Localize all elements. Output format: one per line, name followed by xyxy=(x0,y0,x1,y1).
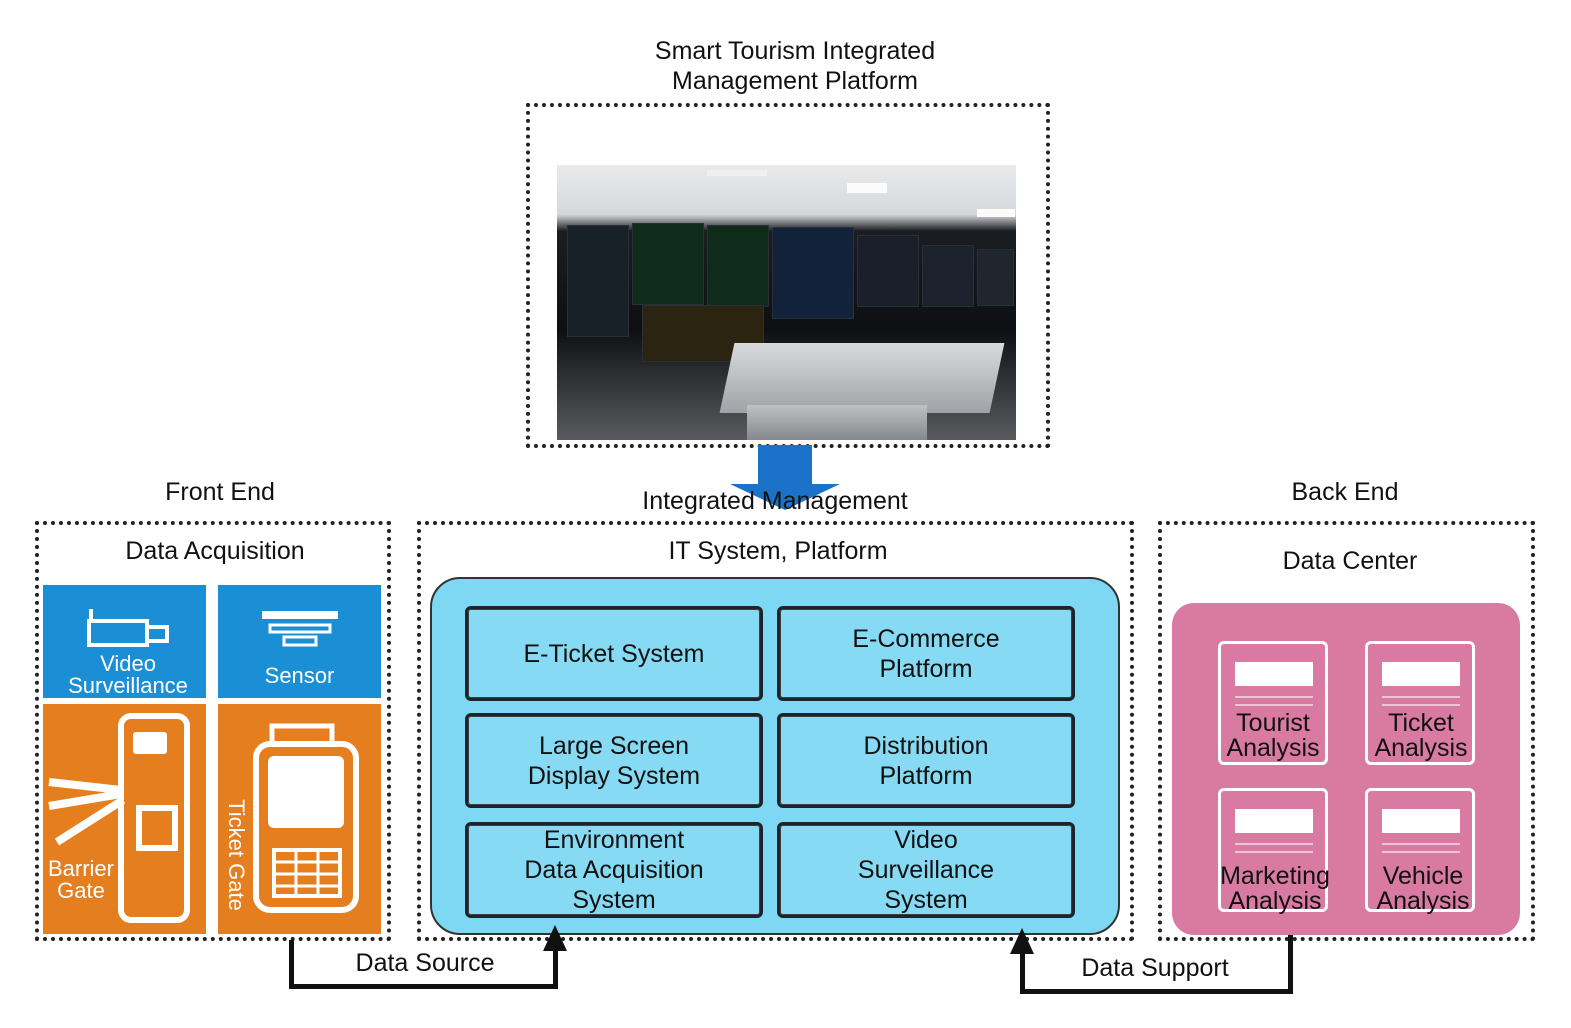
data-source-arrow-icon xyxy=(543,925,567,951)
environment-data-box: Environment Data Acquisition System xyxy=(465,822,763,918)
data-support-line-across xyxy=(1020,989,1293,994)
video-surveillance-system-box: Video Surveillance System xyxy=(777,822,1075,918)
down-arrow-shaft xyxy=(758,445,812,485)
marketing-analysis-card xyxy=(1218,788,1328,912)
ticket-analysis-card xyxy=(1365,641,1475,765)
camera-icon xyxy=(87,609,169,647)
environment-data-label: Environment Data Acquisition System xyxy=(524,826,704,914)
platform-title: Smart Tourism Integrated Management Plat… xyxy=(560,36,1030,96)
ticket-gate-label: Ticket Gate xyxy=(224,799,249,911)
e-ticket-system-box: E-Ticket System xyxy=(465,606,763,701)
video-surveillance-tile: Video Surveillance xyxy=(43,585,206,698)
barrier-gate-line2: Gate xyxy=(57,878,105,903)
sensor-tile: Sensor xyxy=(218,585,381,698)
tourist-analysis-card xyxy=(1218,641,1328,765)
barrier-gate-line1: Barrier xyxy=(47,856,114,881)
platform-title-line1: Smart Tourism Integrated xyxy=(654,37,936,65)
ticket-analysis-label: Ticket Analysis xyxy=(1374,709,1468,762)
data-support-label: Data Support xyxy=(1081,954,1229,982)
it-system-heading: IT System, Platform xyxy=(668,537,888,565)
control-room-photo xyxy=(557,165,1016,440)
video-surveillance-line2: Surveillance xyxy=(68,673,188,698)
data-source-line-down xyxy=(289,940,294,988)
data-source-line-up xyxy=(553,950,558,989)
large-screen-display-label: Large Screen Display System xyxy=(527,731,701,790)
vehicle-analysis-card xyxy=(1365,788,1475,912)
marketing-analysis-label: Marketing Analysis xyxy=(1220,862,1330,915)
e-ticket-system-label: E-Ticket System xyxy=(523,639,705,668)
distribution-platform-box: Distribution Platform xyxy=(777,713,1075,808)
barrier-gate-tile: Barrier Gate xyxy=(43,704,206,934)
front-end-heading: Front End xyxy=(165,478,275,506)
integrated-management-heading: Integrated Management xyxy=(642,487,908,515)
tourist-analysis-label: Tourist Analysis xyxy=(1226,709,1320,762)
video-surveillance-system-label: Video Surveillance System xyxy=(857,826,995,914)
video-surveillance-line1: Video xyxy=(100,651,156,676)
data-acquisition-heading: Data Acquisition xyxy=(125,537,305,565)
ticket-gate-tile: Ticket Gate xyxy=(218,704,381,934)
large-screen-display-box: Large Screen Display System xyxy=(465,713,763,808)
e-commerce-platform-box: E-Commerce Platform xyxy=(777,606,1075,701)
barrier-gate-icon xyxy=(48,713,190,923)
data-support-line-down xyxy=(1288,935,1293,993)
data-center-heading: Data Center xyxy=(1282,547,1418,575)
back-end-frame xyxy=(1158,521,1535,941)
front-end-frame xyxy=(35,521,391,941)
data-source-label: Data Source xyxy=(355,949,495,977)
sensor-label: Sensor xyxy=(264,663,335,688)
data-source-line-across xyxy=(289,984,558,989)
back-end-heading: Back End xyxy=(1291,478,1399,506)
it-system-frame xyxy=(417,521,1134,941)
e-commerce-platform-label: E-Commerce Platform xyxy=(852,624,1000,683)
ticket-terminal-icon xyxy=(253,723,359,913)
platform-title-line2: Management Platform xyxy=(672,67,918,95)
video-surveillance-label: Video Surveillance xyxy=(43,653,213,697)
sensor-icon xyxy=(262,611,338,647)
barrier-gate-label: Barrier Gate xyxy=(43,858,119,902)
down-arrow-icon xyxy=(730,484,840,510)
data-support-arrow-icon xyxy=(1010,928,1034,954)
distribution-platform-label: Distribution Platform xyxy=(863,731,989,790)
data-support-line-up xyxy=(1020,952,1025,994)
vehicle-analysis-label: Vehicle Analysis xyxy=(1376,862,1470,915)
